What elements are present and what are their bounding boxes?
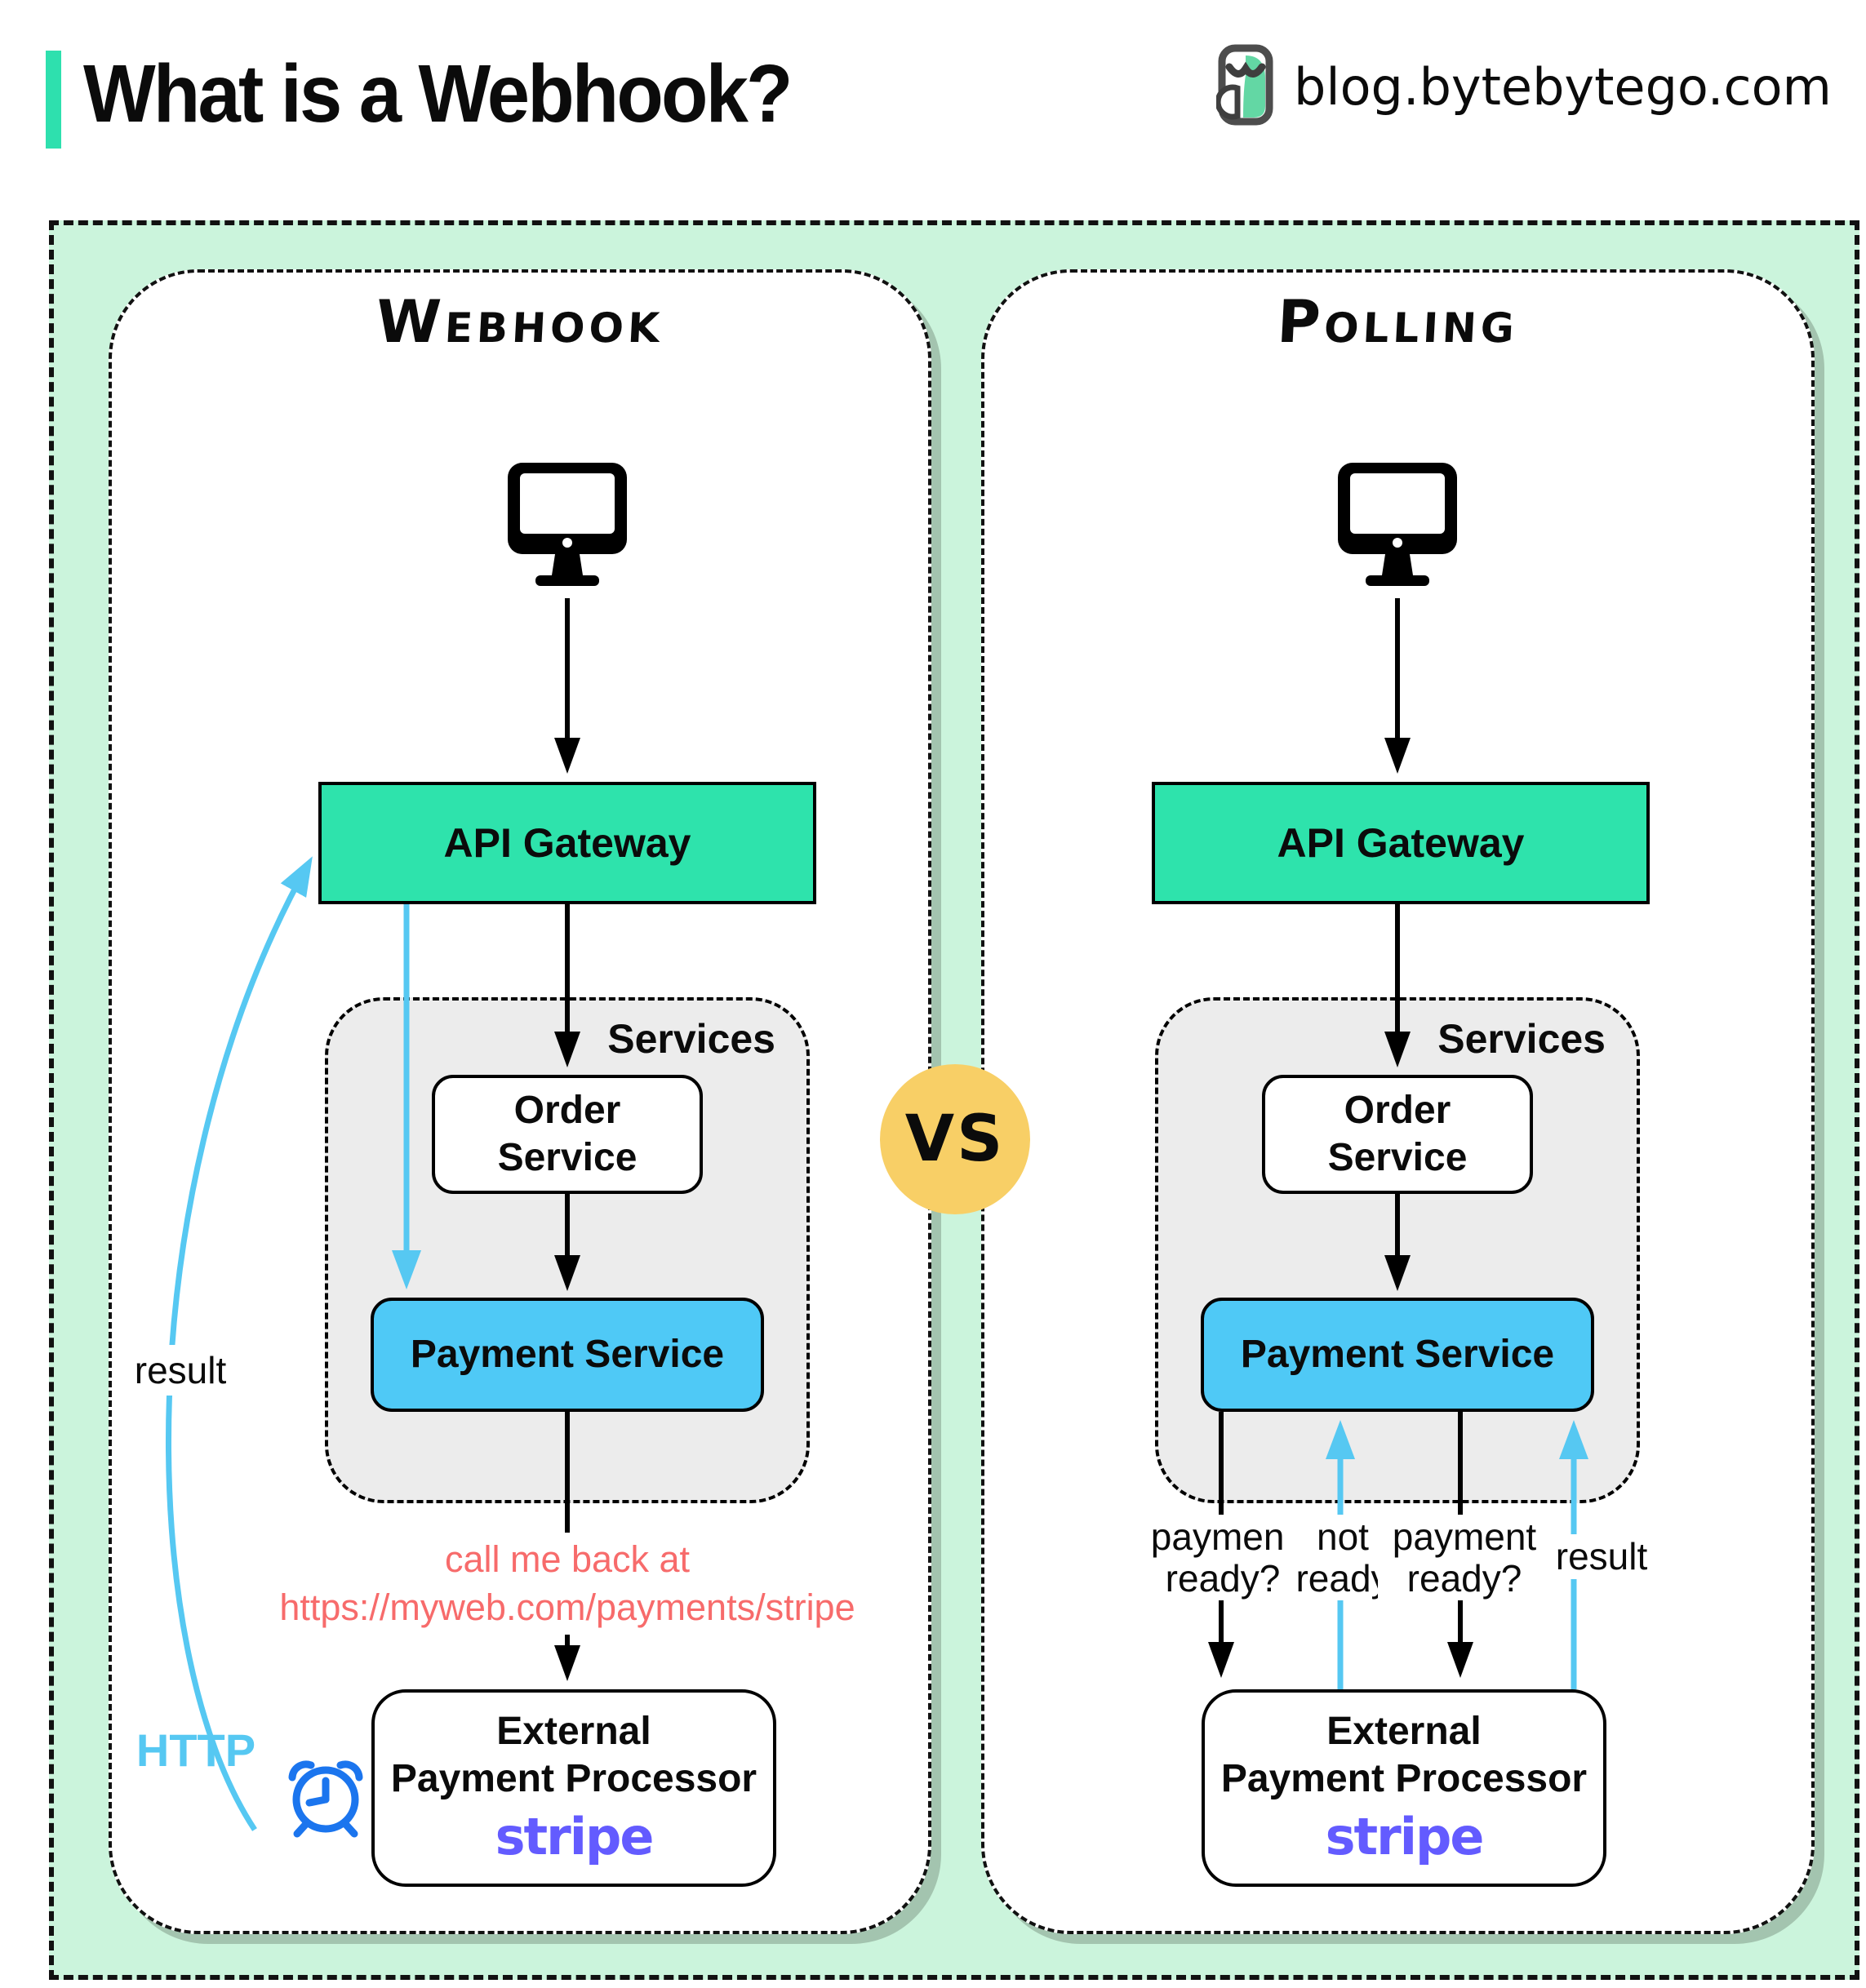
bytebytego-owl-logo-icon [1216,44,1273,126]
external-processor-label-line2: Payment Processor [1220,1756,1588,1800]
order-service-box-polling: Order Service [1262,1075,1533,1194]
webhook-services-label: Services [607,1016,775,1062]
vs-badge: VS [880,1064,1030,1214]
poll-q1-line1: payment [1150,1515,1295,1558]
poll-a1-line2: ready [1295,1556,1390,1600]
payment-service-box-webhook: Payment Service [371,1298,764,1412]
poll-label-payment-ready-2: payment ready? [1378,1515,1551,1601]
result-label-webhook: result [119,1345,242,1396]
stripe-logo: stripe [1325,1807,1485,1867]
poll-label-result: result [1539,1534,1664,1579]
poll-q1-line2: ready? [1165,1556,1281,1600]
title-accent-bar [46,51,61,149]
stripe-logo: stripe [495,1807,655,1867]
poll-label-payment-ready-1: payment ready? [1136,1515,1309,1601]
poll-q2-line2: ready? [1406,1556,1522,1600]
desktop-computer-icon [1338,463,1457,586]
callback-note-line1: call me back at [444,1538,691,1580]
callback-note-line2: https://myweb.com/payments/stripe [279,1586,855,1628]
external-processor-label-line2: Payment Processor [390,1756,758,1800]
payment-service-box-polling: Payment Service [1201,1298,1594,1412]
poll-q2-line1: payment [1392,1515,1537,1558]
api-gateway-box-polling: API Gateway [1152,782,1650,904]
order-service-label-line2: Service [497,1136,638,1179]
arrow-result-external-to-gateway [166,856,313,1831]
api-gateway-box-webhook: API Gateway [318,782,816,904]
external-payment-processor-box-webhook: External Payment Processor stripe [371,1689,776,1887]
external-processor-label-line1: External [496,1710,651,1754]
poll-a1-line1: not [1317,1515,1369,1558]
external-processor-label-line1: External [1326,1710,1482,1754]
order-service-label-line1: Order [1344,1089,1451,1133]
http-label: HTTP [136,1724,256,1776]
order-service-label-line1: Order [513,1089,621,1133]
alarm-clock-icon [288,1760,363,1838]
desktop-computer-icon [508,463,627,586]
external-payment-processor-box-polling: External Payment Processor stripe [1202,1689,1606,1887]
order-service-label-line2: Service [1327,1136,1468,1179]
order-service-box-webhook: Order Service [432,1075,703,1194]
site-url: blog.bytebytego.com [1294,57,1832,117]
page-title: What is a Webhook? [83,48,793,140]
payment-service-label: Payment Service [410,1333,725,1377]
api-gateway-label: API Gateway [1277,820,1525,866]
polling-services-label: Services [1437,1016,1606,1062]
callback-url-note: call me back at https://myweb.com/paymen… [278,1533,857,1635]
api-gateway-label: API Gateway [443,820,691,866]
payment-service-label: Payment Service [1240,1333,1555,1377]
